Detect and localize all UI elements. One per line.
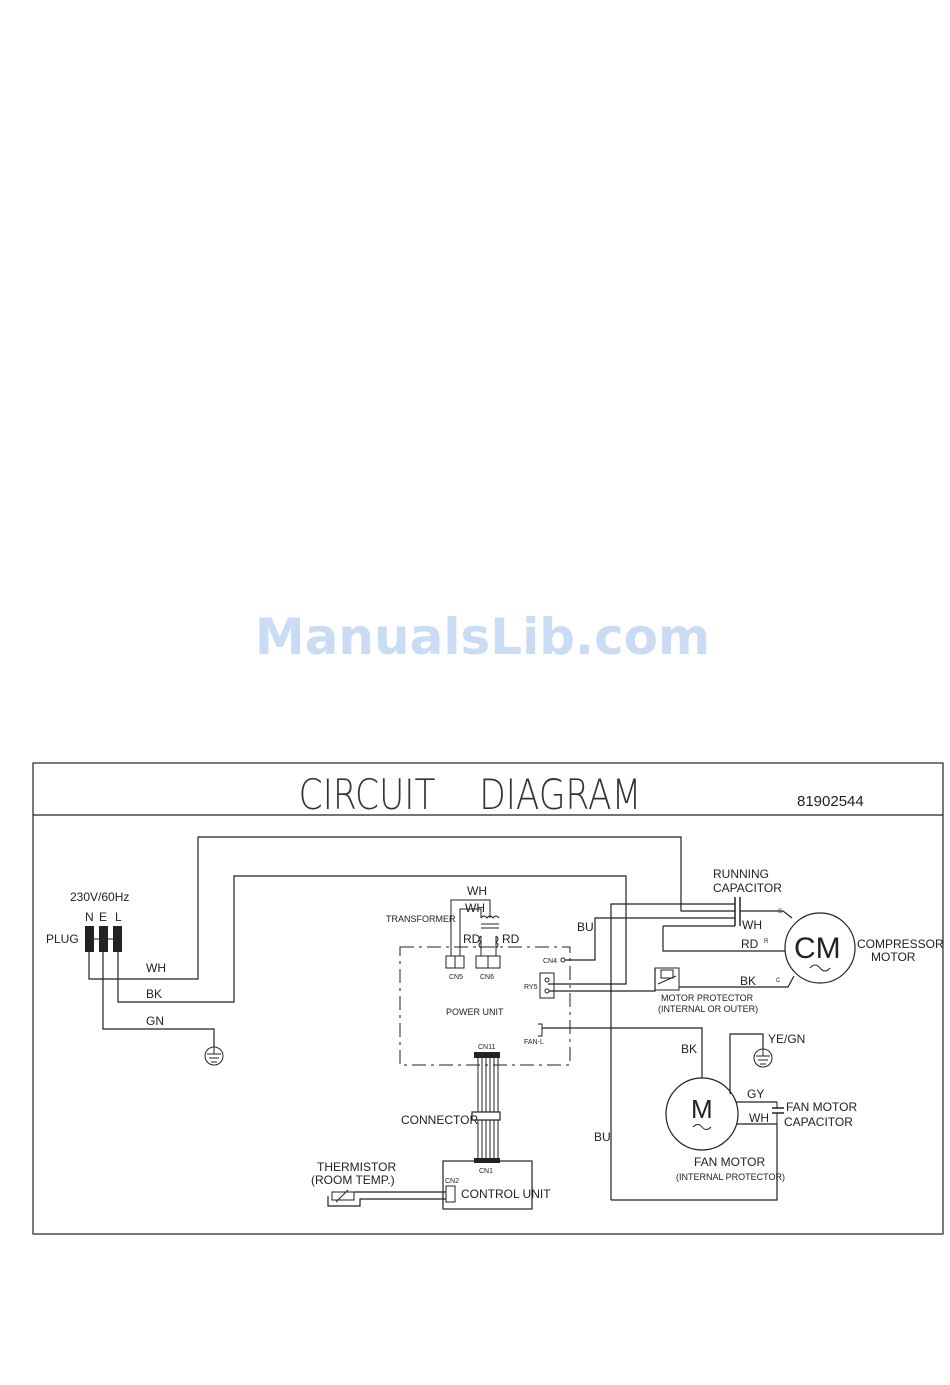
fan-capacitor-label-1: FAN MOTOR bbox=[786, 1100, 857, 1114]
ground-icon bbox=[204, 1046, 224, 1066]
watermark: ManualsLib.com bbox=[254, 608, 711, 666]
voltage-label: 230V/60Hz bbox=[70, 890, 129, 904]
compressor-motor bbox=[784, 912, 856, 984]
cap-wh-label: WH bbox=[742, 918, 762, 932]
room-temp-label: (ROOM TEMP.) bbox=[311, 1173, 395, 1187]
cn4-label: CN4 bbox=[543, 958, 557, 965]
running-capacitor-label-1: RUNNING bbox=[713, 867, 769, 881]
connector-label: CONNECTOR bbox=[401, 1113, 478, 1127]
cn2-label: CN2 bbox=[445, 1178, 459, 1185]
wire-bu-top bbox=[565, 917, 735, 961]
motor-protector-label-2: (INTERNAL OR OUTER) bbox=[658, 1004, 758, 1014]
wire-yegn bbox=[729, 1033, 764, 1094]
fan-motor-label-1: FAN MOTOR bbox=[694, 1155, 765, 1169]
cap-rd-label: RD bbox=[741, 937, 759, 951]
bk-label: BK bbox=[146, 987, 162, 1001]
diagram-frame bbox=[32, 762, 944, 1235]
wire-bu-main bbox=[610, 903, 735, 1200]
transformer-rd-right: RD bbox=[502, 932, 520, 946]
control-unit-box bbox=[442, 1160, 533, 1210]
cn11-label: CN11 bbox=[478, 1044, 495, 1051]
cn1-label: CN1 bbox=[479, 1168, 493, 1175]
ground-icon bbox=[753, 1048, 773, 1068]
diagram-title: CIRCUIT DIAGRAM bbox=[299, 771, 642, 820]
fan-motor-label-2: (INTERNAL PROTECTOR) bbox=[676, 1172, 785, 1182]
running-capacitor-label-2: CAPACITOR bbox=[713, 881, 782, 895]
pin-e-label: E bbox=[99, 910, 107, 924]
plug-label: PLUG bbox=[46, 932, 79, 946]
ry5-relay bbox=[539, 972, 555, 999]
plug-pin-e bbox=[99, 926, 108, 952]
motor-protector-label-1: MOTOR PROTECTOR bbox=[661, 993, 754, 1003]
fan-ac-icon bbox=[692, 1124, 712, 1130]
pin-l-label: L bbox=[115, 910, 122, 924]
connector-block bbox=[471, 1111, 501, 1121]
power-unit-box bbox=[399, 946, 571, 1066]
plug-pin-l bbox=[113, 926, 122, 952]
running-capacitor-icon bbox=[734, 897, 741, 926]
connector-harness bbox=[477, 1058, 499, 1160]
wh-label: WH bbox=[146, 961, 166, 975]
fan-bk-label: BK bbox=[681, 1042, 697, 1056]
thermistor-label: THERMISTOR bbox=[317, 1160, 396, 1174]
fan-wh-label: WH bbox=[749, 1111, 769, 1125]
terminal-c: C bbox=[776, 978, 781, 984]
wire-gn bbox=[102, 952, 215, 1046]
part-number: 81902544 bbox=[797, 793, 864, 810]
fan-l-label: FAN-L bbox=[524, 1039, 544, 1046]
comp-bk-label: BK bbox=[740, 974, 756, 988]
wire-bk-comp bbox=[679, 975, 795, 988]
ac-icon bbox=[809, 964, 831, 972]
wire-wh bbox=[88, 836, 735, 980]
transformer-wh: WH bbox=[465, 901, 485, 915]
fan-capacitor-label-2: CAPACITOR bbox=[784, 1115, 853, 1129]
wire-bk bbox=[117, 875, 627, 1003]
wire-fan-l bbox=[542, 1027, 703, 1078]
terminal-s: S bbox=[778, 909, 782, 915]
fan-gy-label: GY bbox=[747, 1087, 764, 1101]
power-unit-label: POWER UNIT bbox=[446, 1007, 504, 1017]
fan-motor-m-label: M bbox=[691, 1094, 713, 1124]
ry5-label: RY5 bbox=[524, 984, 538, 991]
wire-rd bbox=[662, 926, 785, 952]
terminal-r: R bbox=[764, 939, 769, 945]
control-unit-label: CONTROL UNIT bbox=[461, 1187, 551, 1201]
thermistor-icon bbox=[331, 1189, 355, 1203]
plug-pin-n bbox=[85, 926, 94, 952]
cn5-label: CN5 bbox=[449, 974, 463, 981]
compressor-cm-label: CM bbox=[794, 932, 841, 965]
compressor-label-1: COMPRESSOR bbox=[857, 937, 944, 951]
compressor-label-2: MOTOR bbox=[871, 950, 916, 964]
cn6-label: CN6 bbox=[480, 974, 494, 981]
transformer-label: TRANSFORMER bbox=[386, 914, 456, 924]
motor-protector-icon bbox=[654, 967, 680, 991]
yegn-label: YE/GN bbox=[768, 1032, 805, 1046]
fan-motor bbox=[665, 1077, 739, 1151]
transformer-wh-top: WH bbox=[467, 884, 487, 898]
pin-n-label: N bbox=[85, 910, 94, 924]
bu-left-label: BU bbox=[594, 1130, 611, 1144]
transformer-rd-left: RD bbox=[463, 932, 481, 946]
gn-label: GN bbox=[146, 1014, 164, 1028]
fan-motor-capacitor-icon bbox=[772, 1102, 784, 1124]
bu-top-label: BU bbox=[577, 920, 594, 934]
